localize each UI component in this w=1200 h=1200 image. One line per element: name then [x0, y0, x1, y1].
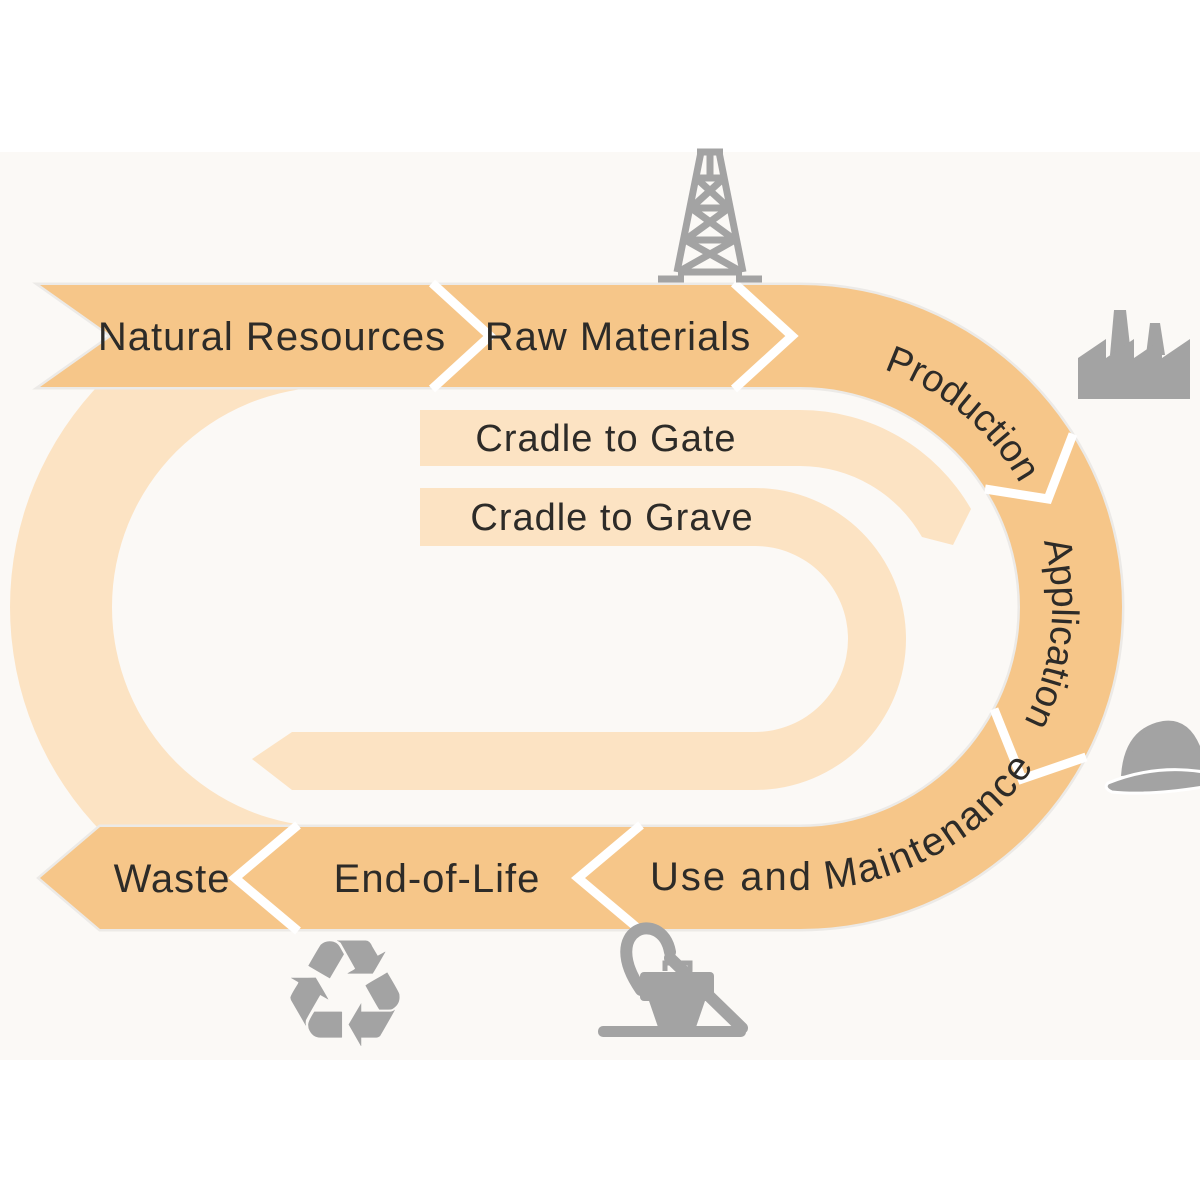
separator-use-endoflife: [571, 821, 644, 935]
derrick-brace-1: [688, 175, 732, 211]
derrick-right-leg: [715, 151, 747, 273]
separator-production-application: [984, 432, 1078, 505]
factory-building: [1078, 339, 1190, 399]
hard-hat-icon: [1104, 720, 1200, 795]
hard-hat-seam: [1129, 726, 1150, 752]
separator-raw-production: [730, 279, 799, 393]
stage-label-natural-resources: Natural Resources: [98, 315, 446, 359]
stage-label-end-of-life: End-of-Life: [334, 857, 541, 901]
derrick-brace-3: [676, 236, 744, 276]
derrick-left-leg: [673, 151, 705, 273]
factory-icon: [1078, 310, 1190, 399]
return-loop-band: [10, 285, 332, 929]
cradle-to-gate-band: [420, 410, 971, 545]
factory-chimney-1: [1110, 310, 1131, 355]
recycling-icon: ♻: [278, 908, 412, 1082]
vacuum-handle: [662, 960, 693, 971]
separator-application-use: [989, 707, 1088, 785]
stage-label-raw-materials: Raw Materials: [485, 315, 751, 359]
stage-label-waste: Waste: [114, 857, 231, 901]
vacuum-lid: [640, 972, 714, 1001]
separator-natural-raw: [428, 279, 497, 393]
vacuum-cleaner-icon: [598, 922, 748, 1037]
hard-hat-brim: [1104, 768, 1200, 795]
derrick-brace-2: [682, 205, 738, 243]
scope-label-cradle-to-grave: Cradle to Grave: [470, 497, 753, 539]
oil-derrick-icon: [658, 148, 762, 283]
vacuum-hose: [620, 922, 676, 996]
separator-endoflife-waste: [228, 821, 301, 935]
stage-loop-band: [32, 282, 1125, 932]
vacuum-body: [648, 998, 706, 1030]
cradle-to-grave-band: [252, 488, 906, 790]
scope-label-cradle-to-gate: Cradle to Gate: [475, 418, 736, 460]
vacuum-base: [598, 1026, 746, 1037]
